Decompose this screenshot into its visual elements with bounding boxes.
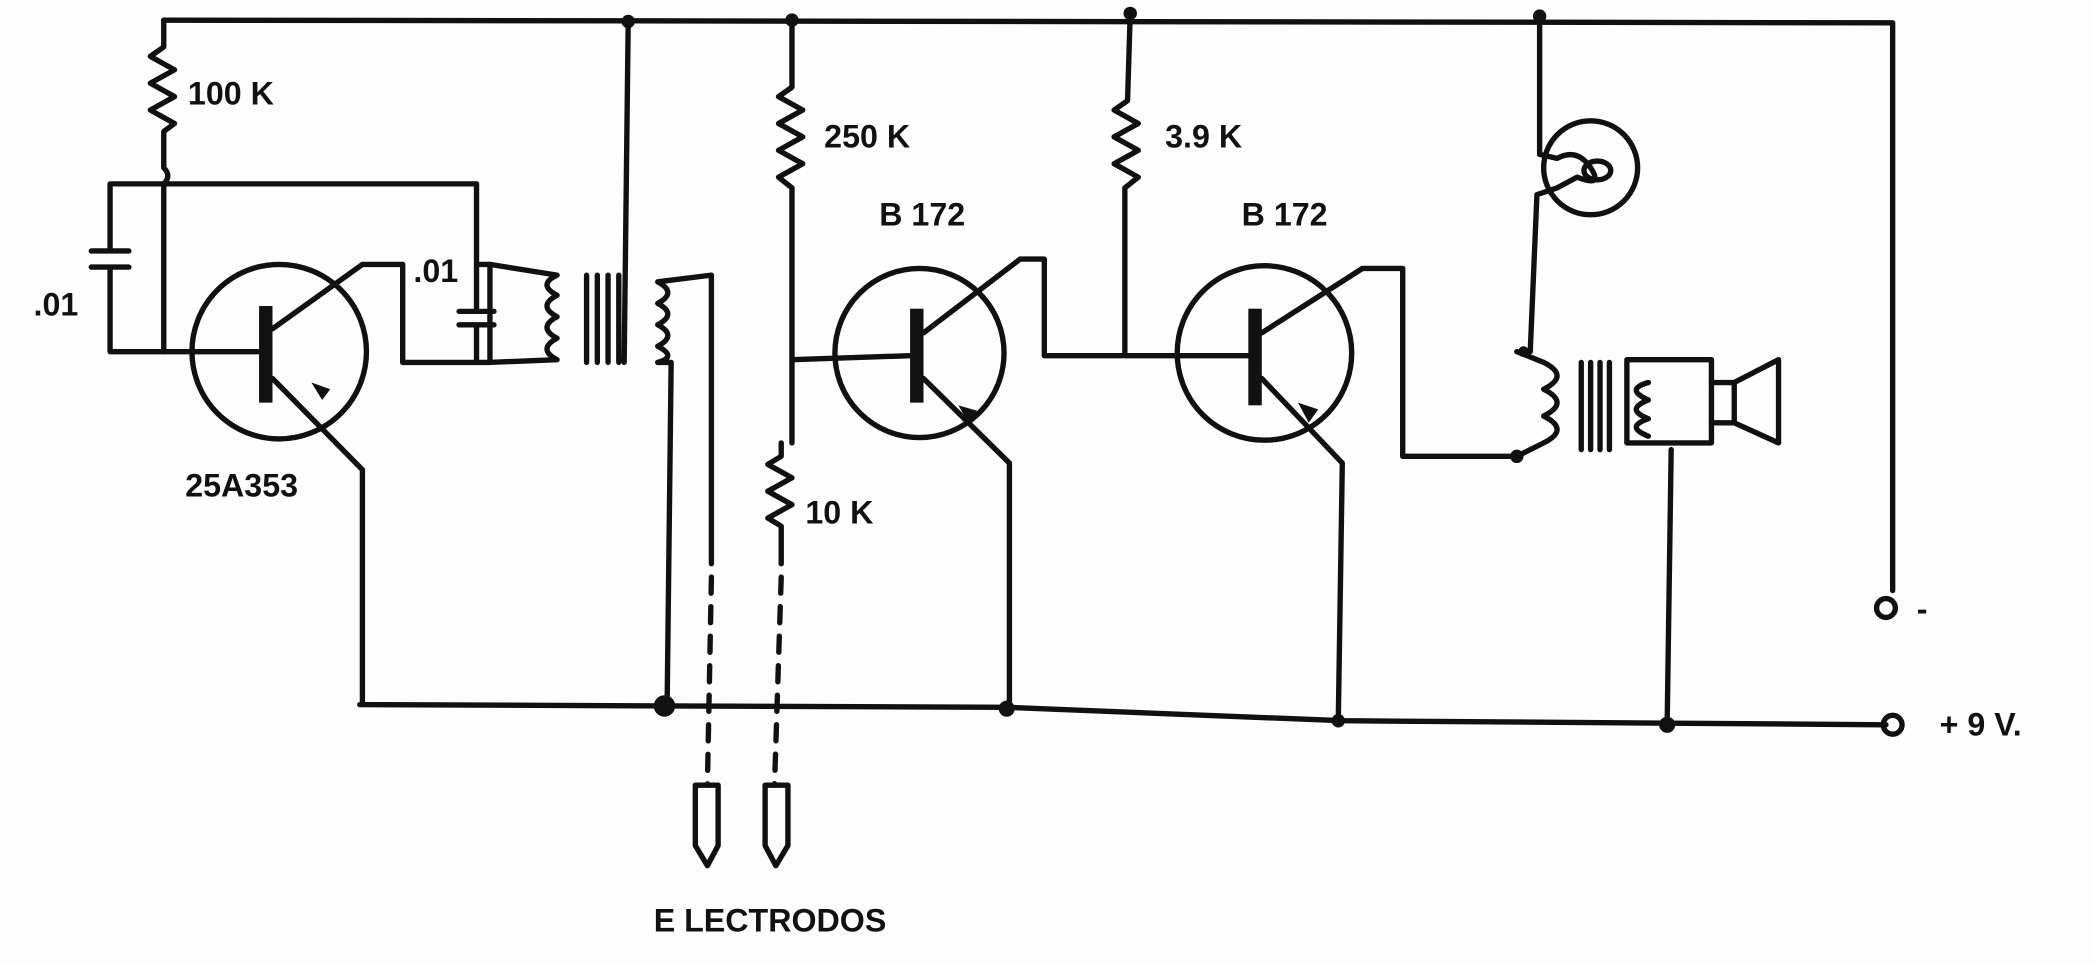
- ground-rail-bottom: [357, 701, 1889, 728]
- transistor-q2-label: B 172: [879, 196, 965, 232]
- transistor-q3-label: B 172: [1242, 196, 1328, 232]
- positive-terminal: [1880, 712, 1905, 737]
- electrodes: [692, 574, 791, 869]
- transistor-q1-label: 25A353: [185, 468, 298, 504]
- transistor-q1: [189, 261, 406, 708]
- capacitor-left: [88, 181, 480, 355]
- output-transformer: [1514, 348, 1715, 728]
- resistor-3.9k: [1111, 10, 1258, 359]
- resistor-250k: [775, 17, 806, 446]
- capacitor-middle-label: .01: [413, 253, 458, 289]
- lamp-icon: [1527, 13, 1641, 355]
- positive-rail-top: [161, 17, 1896, 594]
- capacitor-left-label: .01: [34, 286, 79, 322]
- transistor-q3: [1174, 263, 1520, 724]
- transistor-q2: [832, 256, 1125, 712]
- resistor-100k-label: 100 K: [188, 76, 274, 112]
- base-wire-q2: [789, 352, 913, 363]
- resistor-10k: [765, 440, 795, 567]
- capacitor-middle: [400, 181, 497, 366]
- speaker-icon: [1708, 357, 1782, 446]
- resistor-250k-label: 250 K: [824, 119, 910, 155]
- resistor-10k-label: 10 K: [805, 494, 873, 530]
- transformer-1: [487, 18, 715, 708]
- negative-terminal-label: -: [1917, 591, 1928, 627]
- electrodes-label: E LECTRODOS: [654, 902, 887, 938]
- resistor-3.9k-label: 3.9 K: [1165, 119, 1242, 155]
- positive-terminal-label: + 9 V.: [1940, 706, 2022, 742]
- negative-terminal: [1873, 595, 1899, 621]
